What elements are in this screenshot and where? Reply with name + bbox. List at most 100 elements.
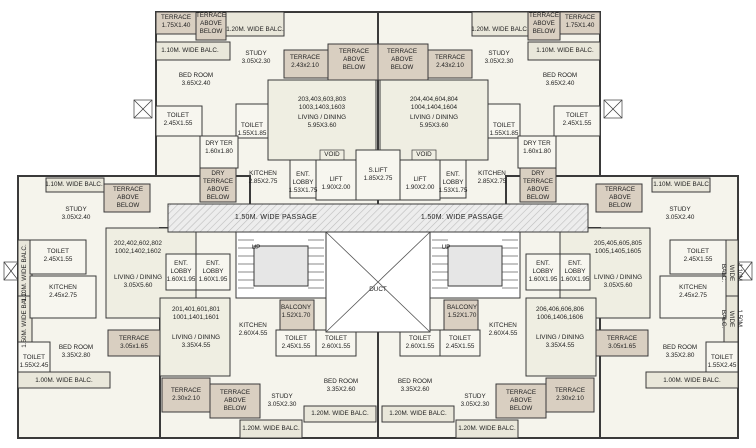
label-study-tr: STUDY 3.05X2.30 [484,50,514,65]
label-terrace-br-1: TERRACE 2.30x2.10 [554,387,586,402]
balc-tl-110 [155,41,231,61]
label-kitchen-right: KITCHEN 2.45x2.75 [679,284,707,299]
label-bed-left: BED ROOM 3.35X2.80 [58,344,94,359]
label-ent-lobby-right-1: ENT. LOBBY 1.60X1.95 [528,260,558,283]
label-toilet-br-1: TOILET 2.45X1.55 [445,335,475,350]
balc-bl-120-1 [239,419,303,439]
label-dry-terrace-left: DRY TERRACE ABOVE BELOW [202,170,234,201]
terrace-br-2 [495,383,547,419]
stair-right [429,231,521,299]
label-balc-br-120: 1.20M. WIDE BALC. [458,425,516,432]
terrace-tl-4 [327,43,379,81]
terrace-tr-3 [427,49,473,79]
unit-number-top-left: 203,403,603,803 1003,1403,1603 [298,96,346,111]
label-toilet-br-2: TOILET 2.60X1.55 [405,335,435,350]
label-toilet-tl: TOILET 2.45X1.55 [163,112,193,127]
label-study-tl: STUDY 3.05X2.30 [241,50,271,65]
label-ent-lobby-left-2: ENT. LOBBY 1.60X1.95 [198,260,228,283]
label-terrace-tr-243: TERRACE 2.43x2.10 [434,54,466,69]
balc-bl-120-2 [303,405,377,423]
label-terrace-tl-center: TERRACE ABOVE BELOW [338,48,370,71]
unit-number-left-upper: 202,402,602,802 1002,1402,1602 [114,240,162,255]
terrace-tr-2 [559,11,601,35]
balc-right-100 [645,371,739,389]
unit-number-top-right: 204,404,604,804 1004,1404,1604 [410,96,458,111]
label-ent-lobby-top-left: ENT. LOBBY 1.53X1.75 [288,171,318,194]
balc-tr-120 [471,11,529,37]
label-toilet-bl-2: TOILET 2.60X1.55 [321,335,351,350]
label-balc-right-vertical-110: 1.10M. WIDE BALC. [720,263,743,283]
label-study-bl: STUDY 3.05X2.30 [267,393,297,408]
terrace-right-2 [595,329,649,357]
label-terrace-right-1: TERRACE ABOVE BELOW [604,186,636,209]
label-balc-tr-110: 1.10M. WIDE BALC. [536,47,594,54]
terrace-left-2 [107,329,161,357]
terrace-br-1 [545,377,595,413]
label-terrace-tr-small: TERRACE 1.75X1.40 [564,14,596,29]
label-kitchen-tl: KITCHEN 2.85X2.75 [248,170,278,185]
terrace-right-1 [595,183,643,213]
label-terrace-br-2: TERRACE ABOVE BELOW [505,389,537,412]
label-living-tr: LIVING / DINING 5.95X3.60 [410,114,458,129]
label-terrace-left-2: TERRACE 3.05x1.65 [118,335,150,350]
balcony-right [443,299,479,331]
label-toilet-tr-2: TOILET 1.55X1.85 [489,122,519,137]
balc-br-120-2 [455,419,519,439]
label-living-left-lower: LIVING / DINING 3.35X4.55 [172,334,220,349]
label-kitchen-right-lower: KITCHEN 2.60X4.55 [488,322,518,337]
label-dry-ter-right: DRY TER 1.60x1.80 [523,140,551,155]
label-toilet-right: TOILET 2.45X1.55 [683,248,713,263]
label-up-left: UP [251,244,261,251]
label-toilet-left-lower: TOILET 1.55X2.45 [19,354,49,369]
label-bed-right: BED ROOM 3.35X2.80 [662,344,698,359]
label-terrace-tr-above: TERRACE ABOVE BELOW [528,12,560,35]
label-slift: S.LIFT 1.85X2.75 [363,167,393,182]
balc-right-110 [651,177,711,193]
label-terrace-tl-243: TERRACE 2.43x2.10 [289,54,321,69]
label-kitchen-left: KITCHEN 2.45x2.75 [49,284,77,299]
terrace-tl-2 [195,11,227,41]
label-passage-right: 1.50M. WIDE PASSAGE [420,214,504,221]
unit-number-right-upper: 205,405,605,805 1005,1405,1605 [594,240,642,255]
unit-number-right-lower: 206,406,606,806 1006,1406,1606 [536,306,584,321]
label-study-right: STUDY 3.05X2.40 [665,206,695,221]
stair-left [235,231,327,299]
label-terrace-tr-center: TERRACE ABOVE BELOW [386,48,418,71]
label-terrace-bl-2: TERRACE ABOVE BELOW [219,389,251,412]
label-passage-left: 1.50M. WIDE PASSAGE [234,214,318,221]
label-balc-left-110: 1.10M. WIDE BALC. [45,181,103,188]
label-balc-bl-120-mid: 1.20M. WIDE BALC. [311,410,369,417]
label-toilet-left: TOILET 2.45X1.55 [43,248,73,263]
label-toilet-tr: TOILET 2.45X1.55 [562,112,592,127]
label-toilet-tl-2: TOILET 1.55X1.85 [237,122,267,137]
living-left-lower [159,297,231,377]
label-balc-br-120-mid: 1.20M. WIDE BALC. [389,410,447,417]
label-bed-tl: BED ROOM 3.65X2.40 [178,72,214,87]
label-terrace-tl-above: TERRACE ABOVE BELOW [195,12,227,35]
label-up-right: UP [441,244,451,251]
label-void-right: VOID [416,151,432,158]
label-balc-tr-120: 1.20M. WIDE BALC. [471,26,529,33]
label-living-left-upper: LIVING / DINING 3.05X5.60 [114,274,162,289]
label-study-left: STUDY 3.05X2.40 [61,206,91,221]
balc-br-120-1 [381,405,455,423]
label-ent-lobby-top-right: ENT. LOBBY 1.53X1.75 [438,171,468,194]
label-dry-terrace-right: DRY TERRACE ABOVE BELOW [522,170,554,201]
label-balc-left-100: 1.00M. WIDE BALC. [35,377,93,384]
balc-tr-110 [527,41,601,61]
dry-terrace-left [199,167,237,203]
label-balc-left-vertical-150: 1.50M. WIDE BALC. [21,290,28,348]
label-ent-lobby-right-2: ENT. LOBBY 1.60X1.95 [560,260,590,283]
label-toilet-right-lower: TOILET 1.55X2.45 [707,354,737,369]
label-living-right-lower: LIVING / DINING 3.35X4.55 [536,334,584,349]
label-lift-right: LIFT 1.90X2.00 [405,176,435,191]
unit-number-left-lower: 201,401,601,801 1001,1401,1601 [172,306,220,321]
label-kitchen-left-lower: KITCHEN 2.60X4.55 [238,322,268,337]
label-terrace-left-1: TERRACE ABOVE BELOW [112,186,144,209]
terrace-left-1 [103,183,151,213]
label-duct: DUCT [369,286,387,293]
label-void-left: VOID [324,151,340,158]
balc-tl-120 [225,11,285,37]
central-passage [167,203,589,233]
label-balc-bl-120: 1.20M. WIDE BALC. [242,425,300,432]
